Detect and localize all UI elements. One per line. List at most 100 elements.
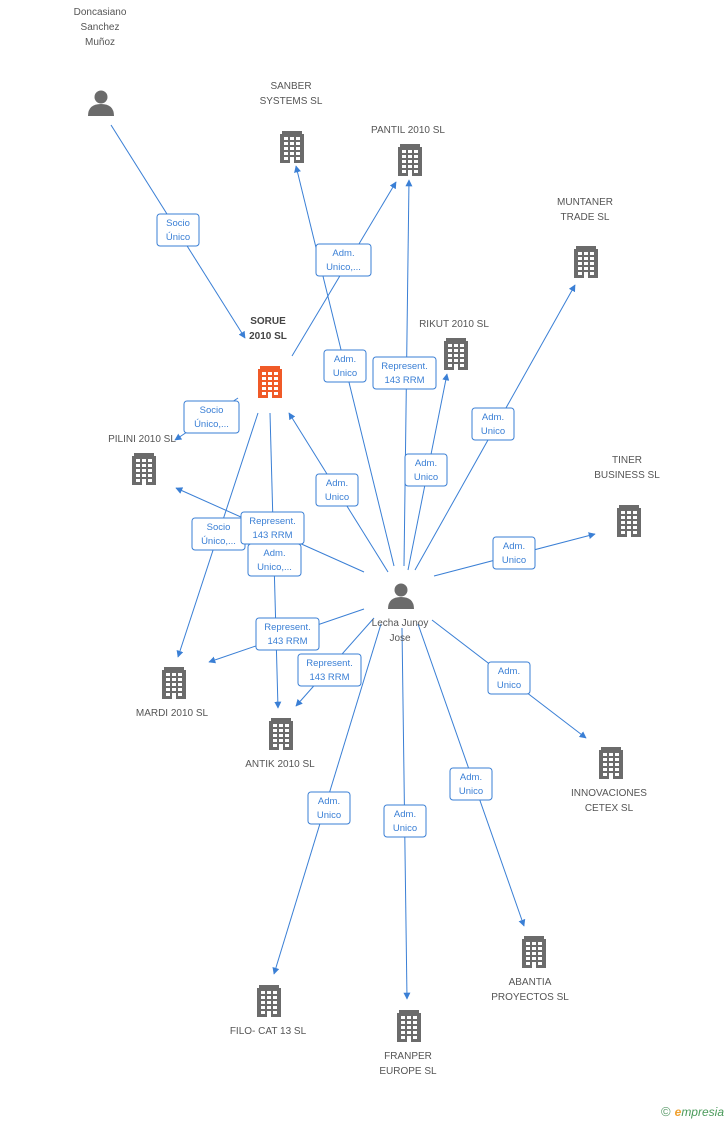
brand-footer: ©empresia bbox=[661, 1104, 724, 1119]
edge-label-lecha-to-tiner[interactable]: Adm.Unico bbox=[492, 536, 536, 570]
node-rikut[interactable]: RIKUT 2010 SL bbox=[419, 319, 489, 370]
node-label-line: CETEX SL bbox=[585, 803, 634, 814]
edge-label-line: Unico,... bbox=[326, 262, 361, 273]
node-label-line: MARDI 2010 SL bbox=[136, 708, 209, 719]
edge-label-lecha-to-innovaciones[interactable]: Adm. Unico bbox=[487, 661, 531, 695]
building-icon bbox=[522, 936, 546, 968]
edge-label-line: Unico,... bbox=[257, 562, 292, 573]
edge-label-line: 143 RRM bbox=[252, 530, 292, 541]
node-muntaner[interactable]: MUNTANER TRADE SL bbox=[557, 197, 613, 278]
person-icon bbox=[88, 90, 114, 116]
building-icon bbox=[574, 246, 598, 278]
edge-label-line: 143 RRM bbox=[267, 636, 307, 647]
node-mardi[interactable]: MARDI 2010 SL bbox=[136, 667, 209, 719]
node-pilini[interactable]: PILINI 2010 SL bbox=[108, 434, 176, 485]
node-label-line: Jose bbox=[389, 633, 411, 644]
node-franper[interactable]: FRANPER EUROPE SL bbox=[379, 1010, 437, 1077]
edge-label-lecha-to-filo[interactable]: Adm. Unico bbox=[307, 791, 351, 825]
node-filo[interactable]: FILO- CAT 13 SL bbox=[230, 985, 307, 1037]
node-label-line: MUNTANER bbox=[557, 197, 613, 208]
building-icon bbox=[132, 453, 156, 485]
edge-label-line: Unico bbox=[325, 492, 349, 503]
edge-label-lecha-to-abantia[interactable]: Adm.Unico bbox=[449, 767, 493, 801]
edge-label-lecha-to-rikut[interactable]: Adm. Unico bbox=[404, 453, 448, 487]
edge-label-lecha-to-pilini[interactable]: Represent. 143 RRM bbox=[240, 511, 305, 545]
edge-label-lecha-to-sanber[interactable]: Adm.Unico bbox=[323, 349, 367, 383]
edge-label-line: Represent. bbox=[264, 622, 310, 633]
edge-label-line: Unico bbox=[393, 823, 417, 834]
edge-label-line: Unico bbox=[317, 810, 341, 821]
edge-label-line: Único,... bbox=[194, 419, 229, 430]
edge-label-line: Unico bbox=[414, 472, 438, 483]
node-label-line: ABANTIA bbox=[509, 977, 552, 988]
edge-label-line: Único bbox=[166, 232, 190, 243]
edge-label-line: Adm. bbox=[326, 478, 348, 489]
building-icon bbox=[258, 366, 282, 398]
node-antik[interactable]: ANTIK 2010 SL bbox=[245, 718, 315, 770]
edge-label-line: Adm. bbox=[394, 809, 416, 820]
edge-label-lecha-to-franper[interactable]: Adm. Unico bbox=[383, 804, 427, 838]
edge-label-line: Represent. bbox=[249, 516, 295, 527]
node-label-line: 2010 SL bbox=[249, 331, 287, 342]
node-label-line: EUROPE SL bbox=[379, 1066, 437, 1077]
node-pantil[interactable]: PANTIL 2010 SL bbox=[371, 125, 445, 176]
building-icon bbox=[444, 338, 468, 370]
building-icon bbox=[269, 718, 293, 750]
node-label-line: FILO- CAT 13 SL bbox=[230, 1026, 307, 1037]
edge-label-line: Adm. bbox=[498, 666, 520, 677]
edge-label-lecha-to-muntaner[interactable]: Adm. Unico bbox=[471, 407, 515, 441]
brand-logo-text: mpresia bbox=[681, 1105, 724, 1119]
building-icon bbox=[398, 144, 422, 176]
edge-label-sorue-to-pilini[interactable]: SocioÚnico,... bbox=[183, 400, 240, 434]
building-icon bbox=[257, 985, 281, 1017]
edge-label-line: Represent. bbox=[381, 361, 427, 372]
node-label-line: TRADE SL bbox=[561, 212, 610, 223]
edge-label-lecha-to-pantil[interactable]: Represent.143 RRM bbox=[372, 356, 437, 390]
edge-label-sorue-to-pantil[interactable]: Adm. Unico,... bbox=[315, 243, 372, 277]
node-label-line: FRANPER bbox=[384, 1051, 432, 1062]
brand-logo-initial: e bbox=[674, 1105, 682, 1119]
node-label-line: PROYECTOS SL bbox=[491, 992, 569, 1003]
edge-label-line: Adm. bbox=[318, 796, 340, 807]
node-abantia[interactable]: ABANTIA PROYECTOS SL bbox=[491, 936, 569, 1003]
edge-label-line: Unico bbox=[497, 680, 521, 691]
node-sorue[interactable]: SORUE 2010 SL bbox=[249, 316, 287, 398]
node-label-line: RIKUT 2010 SL bbox=[419, 319, 489, 330]
edge-labels-layer: SocioÚnicoAdm.Unico,...SocioÚnico,...Soc… bbox=[156, 213, 536, 838]
person-icon bbox=[388, 583, 414, 609]
node-label-line: PILINI 2010 SL bbox=[108, 434, 176, 445]
node-label-line: INNOVACIONES bbox=[571, 788, 647, 799]
edge-label-sorue-to-antik[interactable]: Adm.Unico,... bbox=[247, 543, 302, 577]
edge-label-line: Adm. bbox=[332, 248, 354, 259]
node-label-line: BUSINESS SL bbox=[594, 470, 660, 481]
node-label-line: PANTIL 2010 SL bbox=[371, 125, 445, 136]
edge-label-lecha-to-sorue[interactable]: Adm. Unico bbox=[315, 473, 359, 507]
node-label-line: Sanchez bbox=[81, 22, 120, 33]
edge-label-line: Adm. bbox=[482, 412, 504, 423]
edge-label-lecha-to-antik[interactable]: Represent.143 RRM bbox=[297, 653, 362, 687]
building-icon bbox=[280, 131, 304, 163]
edge-label-line: Adm. bbox=[415, 458, 437, 469]
building-icon bbox=[397, 1010, 421, 1042]
edge-label-line: Unico bbox=[481, 426, 505, 437]
building-icon bbox=[162, 667, 186, 699]
node-label-line: SORUE bbox=[250, 316, 286, 327]
edge-label-line: 143 RRM bbox=[309, 672, 349, 683]
edge-label-line: Adm. bbox=[503, 541, 525, 552]
edge-label-lecha-to-mardi[interactable]: Represent. 143 RRM bbox=[255, 617, 320, 651]
node-innovaciones[interactable]: INNOVACIONES CETEX SL bbox=[571, 747, 647, 814]
node-label-line: Doncasiano bbox=[74, 7, 127, 18]
node-label-line: Lecha Junoy bbox=[372, 618, 429, 629]
edge-label-sorue-to-mardi[interactable]: SocioÚnico,... bbox=[191, 517, 246, 551]
copyright-symbol: © bbox=[661, 1104, 671, 1119]
building-icon bbox=[617, 505, 641, 537]
edge-label-line: Unico bbox=[333, 368, 357, 379]
edge-label-line: Socio bbox=[207, 522, 231, 533]
edge-label-line: Socio bbox=[200, 405, 224, 416]
